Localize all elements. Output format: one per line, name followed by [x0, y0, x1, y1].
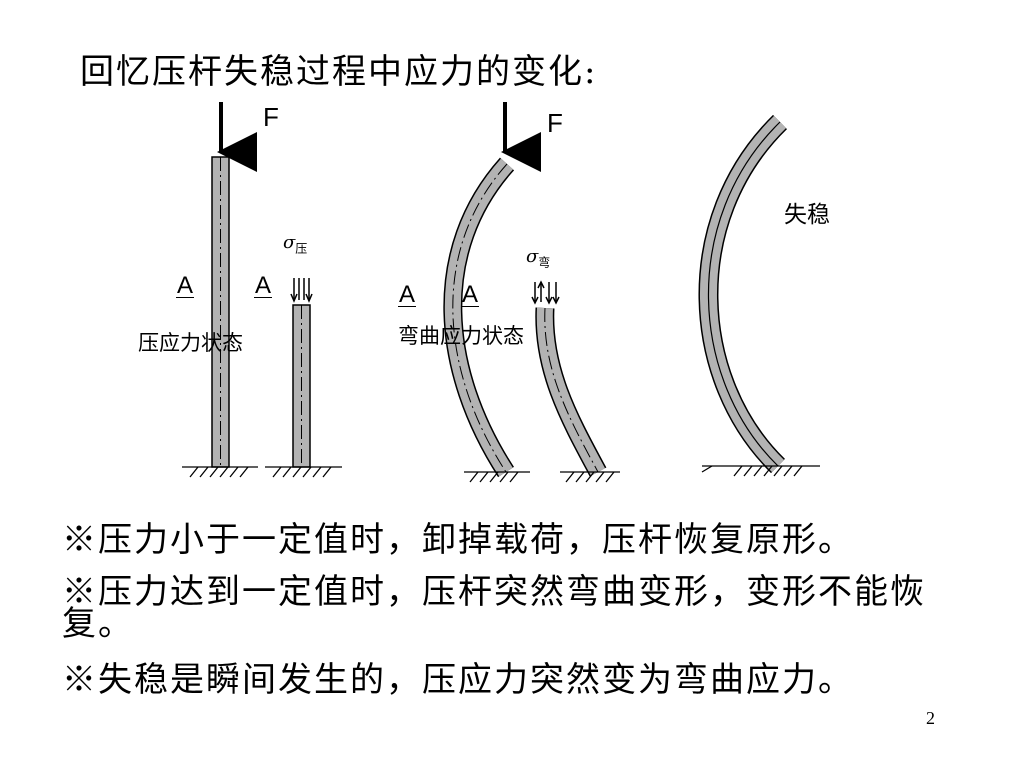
compression-stress-arrows — [290, 278, 313, 303]
section-label-3: A — [398, 281, 417, 308]
buckling-drawing — [182, 102, 820, 483]
force-label-1: F — [263, 102, 279, 132]
bullet-item-1: ※压力小于一定值时，卸掉载荷，压杆恢复原形。 — [62, 520, 854, 560]
bullet-item-3: ※失稳是瞬间发生的，压应力突然变为弯曲应力。 — [62, 660, 854, 700]
bent-column — [443, 157, 515, 478]
bending-section — [535, 307, 607, 477]
buckling-diagram: F F A A A A σ压 σ弯 压应力状态 弯曲应力状态 失稳 — [130, 100, 850, 495]
slide-title: 回忆压杆失稳过程中应力的变化: — [80, 52, 598, 92]
compressive-state-label: 压应力状态 — [138, 331, 243, 355]
section-label-2: A — [254, 272, 273, 299]
force-label-2: F — [547, 108, 563, 138]
bending-stress-arrows — [531, 280, 560, 305]
section-label-4: A — [461, 281, 480, 308]
page-number: 2 — [926, 708, 935, 728]
ground-hatch-2 — [265, 466, 342, 478]
section-label-1: A — [176, 272, 195, 299]
compression-section — [292, 304, 311, 468]
ground-hatch-5 — [701, 465, 820, 477]
straight-column — [211, 156, 230, 468]
bending-stress-label: σ弯 — [526, 246, 551, 270]
ground-hatch-3 — [464, 471, 530, 483]
bending-state-label: 弯曲应力状态 — [398, 324, 524, 348]
compressive-stress-label: σ压 — [283, 232, 308, 256]
bullet-item-2: ※压力达到一定值时，压杆突然弯曲变形，变形不能恢复。 — [62, 572, 926, 644]
ground-hatch-1 — [182, 466, 258, 478]
bullet-list: ※压力小于一定值时，卸掉载荷，压杆恢复原形。 ※压力达到一定值时，压杆突然弯曲变… — [62, 520, 962, 716]
ground-hatch-4 — [560, 471, 620, 483]
buckled-column — [698, 114, 788, 474]
buckling-label: 失稳 — [784, 202, 830, 228]
